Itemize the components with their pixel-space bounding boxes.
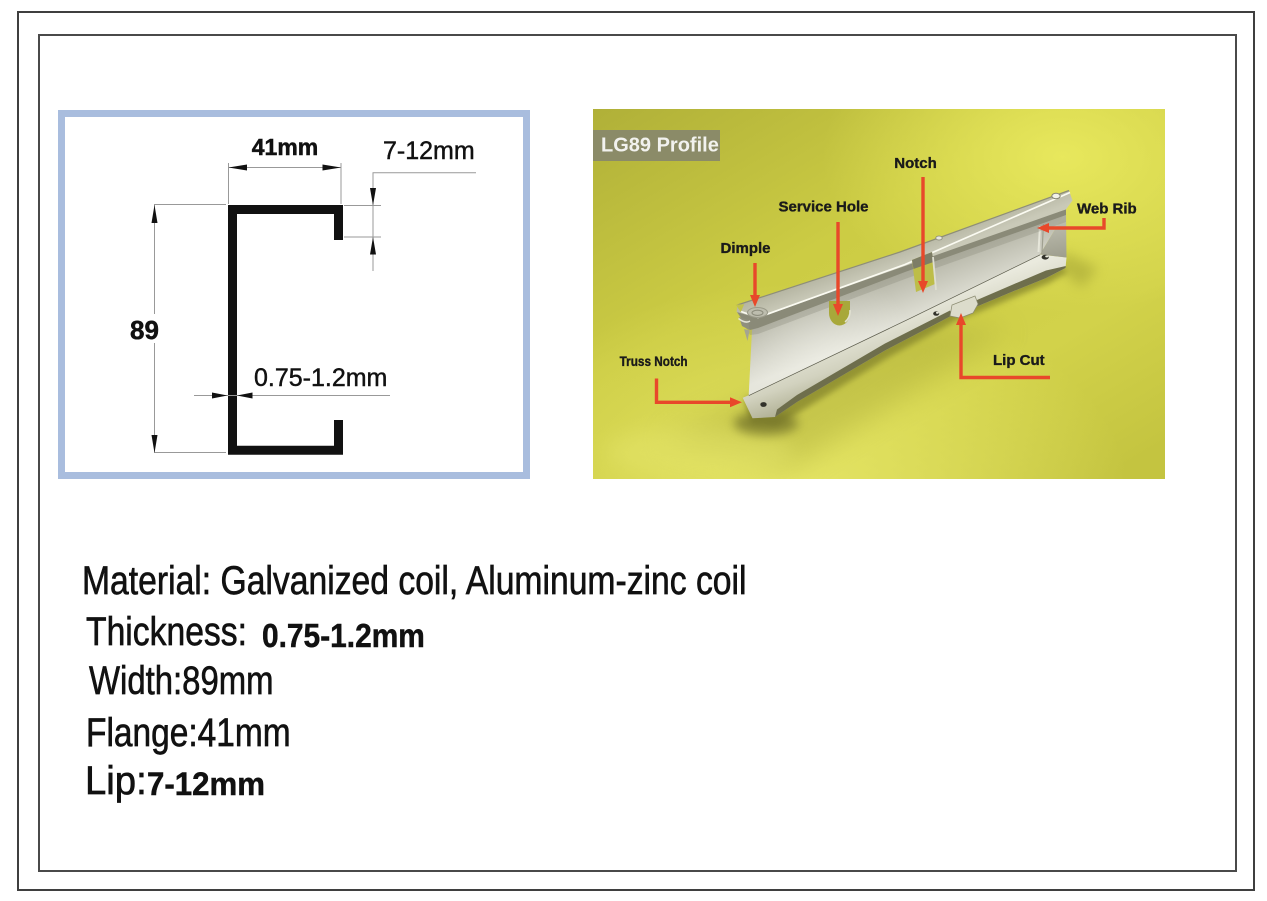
svg-text:41mm: 41mm [252, 134, 318, 160]
svg-text:Web Rib: Web Rib [1077, 201, 1137, 218]
svg-text:0.75-1.2mm: 0.75-1.2mm [254, 364, 387, 392]
svg-text:Lip Cut: Lip Cut [993, 352, 1045, 369]
svg-text:LG89 Profile: LG89 Profile [601, 135, 719, 157]
svg-text:7-12mm: 7-12mm [383, 137, 475, 165]
svg-text:Notch: Notch [894, 155, 937, 172]
svg-text:Truss Notch: Truss Notch [620, 354, 688, 369]
svg-text:Service Hole: Service Hole [778, 199, 868, 216]
svg-text:Dimple: Dimple [720, 240, 770, 257]
svg-text:89: 89 [130, 315, 159, 345]
